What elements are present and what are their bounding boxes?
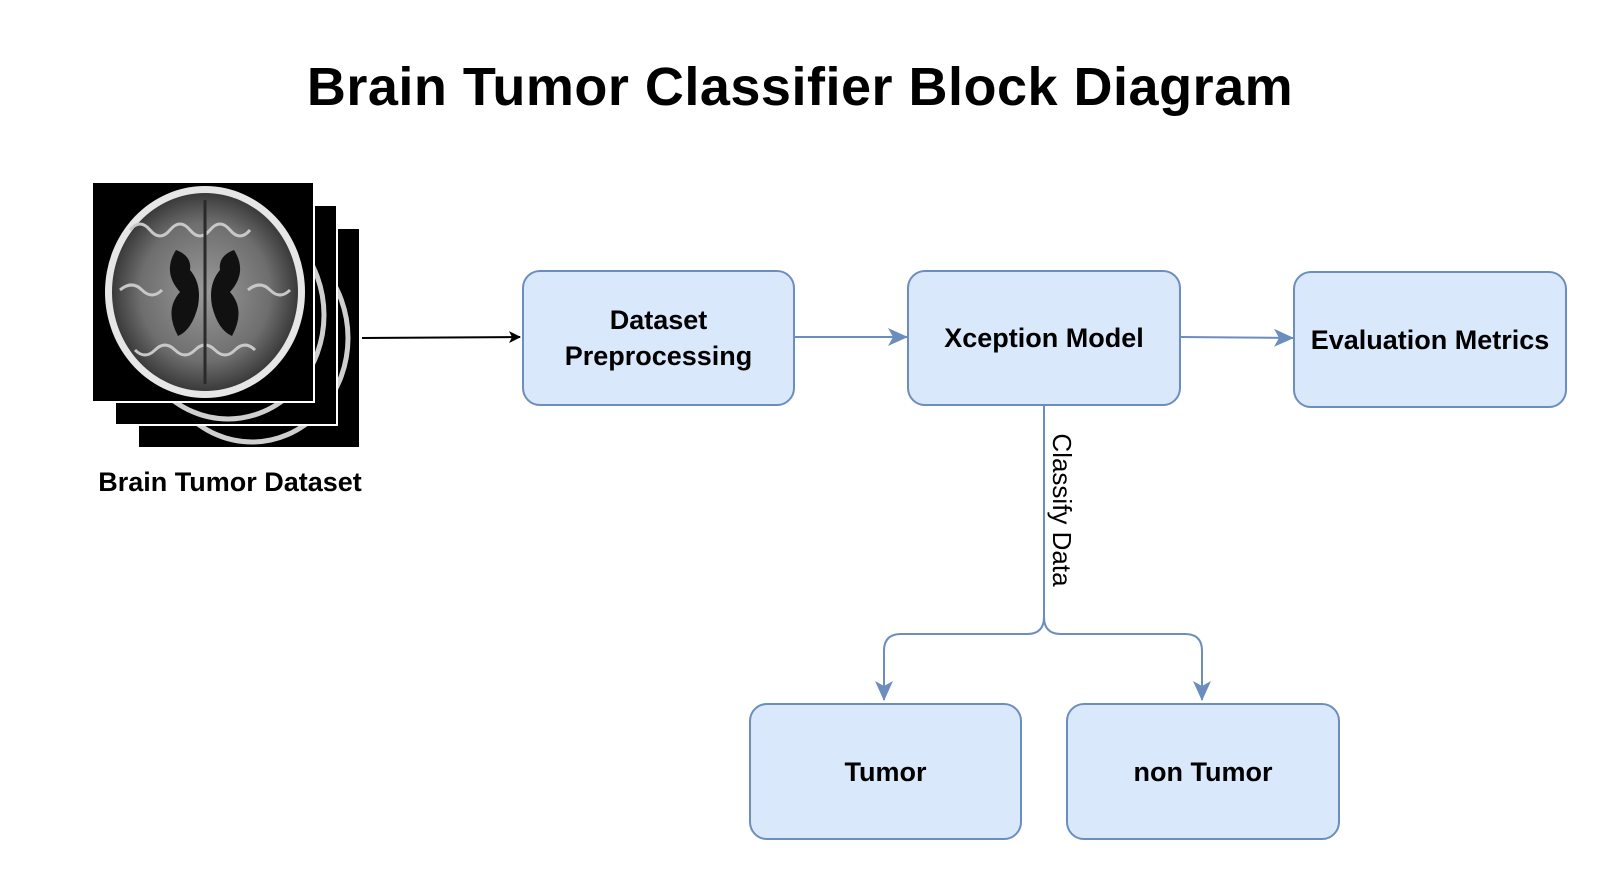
node-evaluation-metrics[interactable]: Evaluation Metrics	[1293, 271, 1567, 408]
node-preprocessing-line1: Dataset	[609, 305, 708, 335]
node-tumor-label: Tumor	[844, 756, 927, 787]
arrow-model-to-tumor	[875, 406, 1045, 701]
node-xception-model[interactable]: Xception Model	[907, 270, 1181, 406]
mri-scan-front	[91, 181, 315, 403]
node-evaluation-label: Evaluation Metrics	[1310, 324, 1550, 355]
diagram-title: Brain Tumor Classifier Block Diagram	[306, 57, 1294, 117]
node-dataset-preprocessing[interactable]: Dataset Preprocessing	[522, 270, 795, 406]
node-non-tumor[interactable]: non Tumor	[1066, 703, 1340, 840]
node-tumor[interactable]: Tumor	[749, 703, 1022, 840]
mri-scan-stack-icon	[91, 181, 361, 449]
classify-data-label: Classify Data	[1047, 433, 1077, 587]
arrow-dataset-to-preprocessing	[361, 331, 521, 344]
dataset-label: Brain Tumor Dataset	[98, 467, 362, 497]
node-preprocessing-line2: Preprocessing	[564, 341, 753, 371]
arrow-model-to-non-tumor	[1043, 616, 1211, 701]
arrow-model-to-evaluation	[1180, 328, 1294, 347]
node-model-label: Xception Model	[944, 323, 1144, 353]
node-non-tumor-label: non Tumor	[1133, 756, 1273, 787]
